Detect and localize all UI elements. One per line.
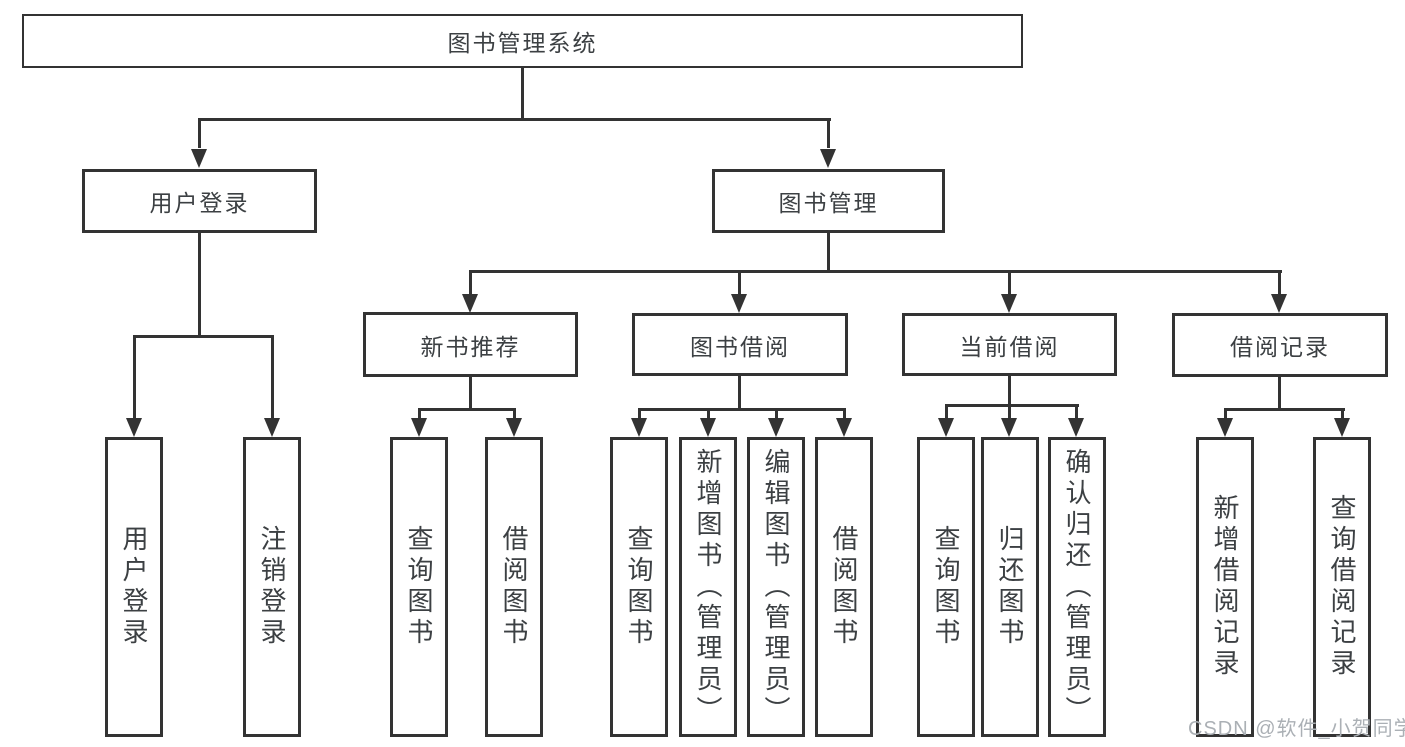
connector-records-stem: [1278, 377, 1281, 410]
arrow-down-icon: [938, 418, 954, 437]
node-borrowing-records: 借阅记录: [1172, 313, 1388, 377]
leaf-label: 确认归还（管理员）: [1062, 447, 1092, 727]
node-book-borrowing: 图书借阅: [632, 313, 848, 376]
leaf-label: 归还图书: [995, 525, 1025, 649]
leaf-query-borrow-record: 查询借阅记录: [1313, 437, 1371, 737]
leaf-label: 借阅图书: [499, 525, 529, 649]
leaf-label: 查询图书: [931, 525, 961, 649]
connector-drop: [1008, 404, 1011, 420]
connector-drop: [945, 404, 948, 420]
leaf-query-book-newbook: 查询图书: [390, 437, 448, 737]
connector-borrow-fork: [638, 408, 846, 411]
arrow-down-icon: [1001, 294, 1017, 313]
leaf-borrow-book-borrowing: 借阅图书: [815, 437, 873, 737]
leaf-label: 编辑图书（管理员）: [761, 447, 791, 727]
leaf-return-book: 归还图书: [981, 437, 1039, 737]
leaf-label: 借阅图书: [829, 525, 859, 649]
node-book-management: 图书管理: [712, 169, 945, 233]
leaf-user-login: 用户登录: [105, 437, 163, 737]
arrow-down-icon: [264, 418, 280, 437]
arrow-down-icon: [462, 294, 478, 313]
arrow-down-icon: [126, 418, 142, 437]
leaf-label: 新增借阅记录: [1210, 494, 1240, 680]
arrow-down-icon: [768, 418, 784, 437]
connector-drop: [738, 270, 741, 296]
connector-drop: [638, 408, 641, 420]
leaf-borrow-book-newbook: 借阅图书: [485, 437, 543, 737]
node-label: 借阅记录: [1230, 334, 1330, 360]
node-label: 用户登录: [149, 190, 250, 216]
node-label: 新书推荐: [420, 333, 521, 360]
connector-root-left-drop: [198, 118, 201, 148]
connector-records-fork: [1224, 408, 1345, 411]
csdn-watermark: CSDN @软件_小贺同学: [1188, 718, 1405, 740]
leaf-query-book-current: 查询图书: [917, 437, 975, 737]
leaf-logout: 注销登录: [243, 437, 301, 737]
node-new-book-recommend: 新书推荐: [363, 312, 578, 377]
node-user-login: 用户登录: [82, 169, 317, 233]
leaf-label: 查询图书: [624, 525, 654, 649]
leaf-label: 注销登录: [257, 525, 287, 649]
connector-drop: [1224, 408, 1227, 420]
connector-userlogin-stem: [198, 233, 201, 337]
connector-userlogin-fork: [133, 335, 274, 338]
leaf-edit-book-admin: 编辑图书（管理员）: [747, 437, 805, 737]
node-label: 当前借阅: [959, 333, 1060, 360]
connector-drop: [513, 408, 516, 420]
arrow-down-icon: [1068, 418, 1084, 437]
arrow-down-icon: [411, 418, 427, 437]
arrow-down-icon: [1001, 418, 1017, 437]
connector-drop: [1278, 270, 1281, 296]
connector-newbook-fork: [418, 408, 516, 411]
connector-current-stem: [1008, 376, 1011, 406]
leaf-confirm-return-admin: 确认归还（管理员）: [1048, 437, 1106, 737]
arrow-down-icon: [1217, 418, 1233, 437]
arrow-down-icon: [731, 294, 747, 313]
leaf-add-book-admin: 新增图书（管理员）: [679, 437, 737, 737]
connector-drop: [1075, 404, 1078, 420]
connector-root-stem: [521, 68, 524, 120]
arrow-down-icon: [836, 418, 852, 437]
connector-drop: [707, 408, 710, 420]
leaf-query-book-borrowing: 查询图书: [610, 437, 668, 737]
connector-drop: [1008, 270, 1011, 296]
arrow-down-icon: [631, 418, 647, 437]
arrow-down-icon: [820, 149, 836, 168]
leaf-label: 用户登录: [119, 525, 149, 649]
connector-newbook-stem: [469, 377, 472, 410]
connector-drop: [469, 270, 472, 296]
leaf-label: 查询借阅记录: [1327, 494, 1357, 680]
node-label: 图书管理系统: [447, 30, 598, 56]
node-current-borrowing: 当前借阅: [902, 313, 1117, 376]
connector-root-right-drop: [827, 118, 830, 148]
connector-drop: [133, 335, 136, 419]
connector-drop: [271, 335, 274, 419]
connector-current-fork: [945, 404, 1079, 407]
leaf-add-borrow-record: 新增借阅记录: [1196, 437, 1254, 737]
arrow-down-icon: [700, 418, 716, 437]
node-label: 图书借阅: [690, 333, 790, 360]
connector-drop: [1341, 408, 1344, 420]
arrow-down-icon: [506, 418, 522, 437]
connector-root-fork: [198, 118, 831, 121]
node-library-management-system: 图书管理系统: [22, 14, 1023, 68]
leaf-label: 新增图书（管理员）: [693, 447, 723, 727]
arrow-down-icon: [1334, 418, 1350, 437]
leaf-label: 查询图书: [404, 525, 434, 649]
connector-drop: [843, 408, 846, 420]
connector-bookmgmt-stem: [827, 233, 830, 272]
connector-borrow-stem: [738, 376, 741, 410]
connector-drop: [418, 408, 421, 420]
arrow-down-icon: [1271, 294, 1287, 313]
node-label: 图书管理: [778, 190, 879, 216]
connector-drop: [775, 408, 778, 420]
connector-bookmgmt-fork: [469, 270, 1282, 273]
arrow-down-icon: [191, 149, 207, 168]
